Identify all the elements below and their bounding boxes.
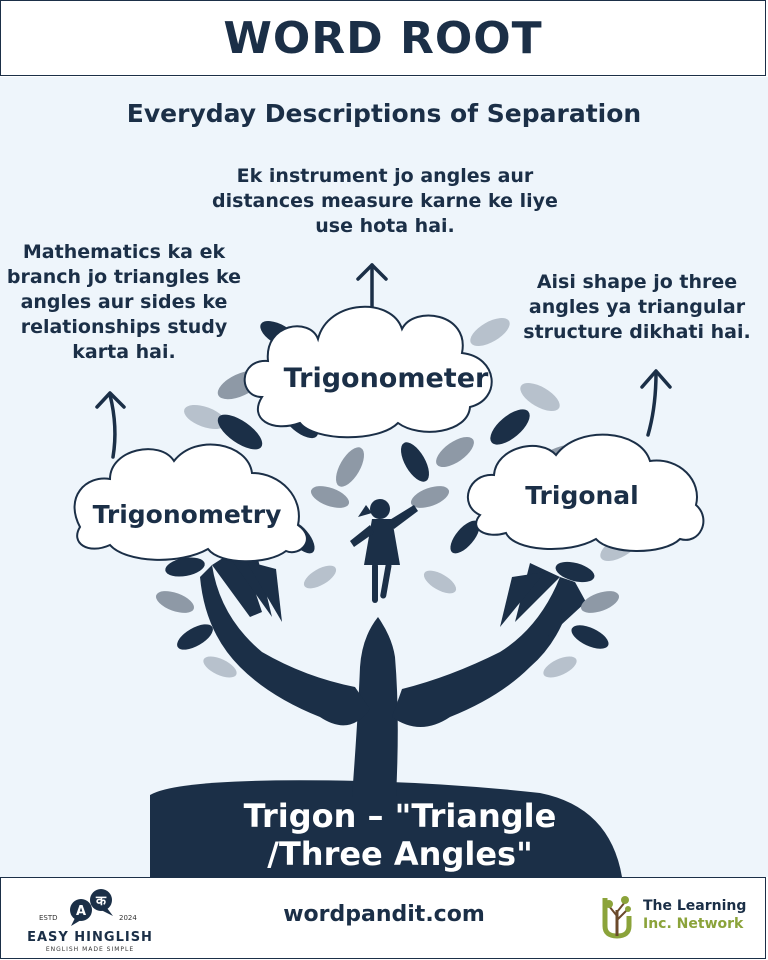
learning-inc-line-1: The Learning <box>643 898 747 914</box>
svg-text:क: क <box>95 894 107 909</box>
arrow-up-icon <box>95 391 126 459</box>
cloud-label-left: Trigonometry <box>92 500 282 529</box>
tree-logo-icon <box>602 896 632 939</box>
cloud-icon <box>243 305 493 439</box>
cloud-icon <box>73 443 308 563</box>
left-hand-icon <box>200 547 370 726</box>
cloud-label-center: Trigonometer <box>283 363 489 394</box>
description-top: Ek instrument jo angles aur distances me… <box>212 165 558 237</box>
arrow-up-icon <box>356 263 388 309</box>
right-hand-icon <box>392 563 586 727</box>
tree-illustration <box>73 263 705 877</box>
easy-hinglish-logo: A क ESTD 2024 EASY HINGLISH ENGLISH MADE… <box>15 886 175 953</box>
svg-text:A: A <box>76 904 86 919</box>
girl-silhouette-icon <box>350 499 418 603</box>
footer-bar: A क ESTD 2024 EASY HINGLISH ENGLISH MADE… <box>0 877 766 959</box>
cloud-label-right: Trigonal <box>525 481 639 510</box>
site-url[interactable]: wordpandit.com <box>283 902 485 927</box>
header-bar: WORD ROOT <box>0 0 766 76</box>
learning-inc-line-2: Inc. Network <box>643 916 744 932</box>
description-left: Mathematics ka ek branch jo triangles ke… <box>6 241 242 363</box>
easy-hinglish-name: EASY HINGLISH <box>27 930 153 945</box>
root-word-label: Trigon – "Triangle /Three Angles" <box>215 797 585 873</box>
root-word-line-1: Trigon – "Triangle <box>243 797 557 835</box>
description-right: Aisi shape jo three angles ya triangular… <box>523 271 751 343</box>
estd-year: 2024 <box>119 914 137 922</box>
root-word-line-2: /Three Angles" <box>267 835 533 873</box>
arrow-up-icon <box>640 369 672 437</box>
learning-inc-logo: The Learning Inc. Network <box>599 890 759 950</box>
tree-trunk <box>352 617 398 797</box>
easy-hinglish-tagline: ENGLISH MADE SIMPLE <box>45 946 135 953</box>
subtitle: Everyday Descriptions of Separation <box>126 99 642 128</box>
root-mound <box>150 780 622 877</box>
main-illustration: Everyday Descriptions of Separation Ek i… <box>0 77 768 877</box>
speech-bubble-icon: A क <box>70 889 113 926</box>
estd-label: ESTD <box>39 914 58 922</box>
page-title: WORD ROOT <box>223 12 543 64</box>
cloud-icon <box>466 433 705 552</box>
